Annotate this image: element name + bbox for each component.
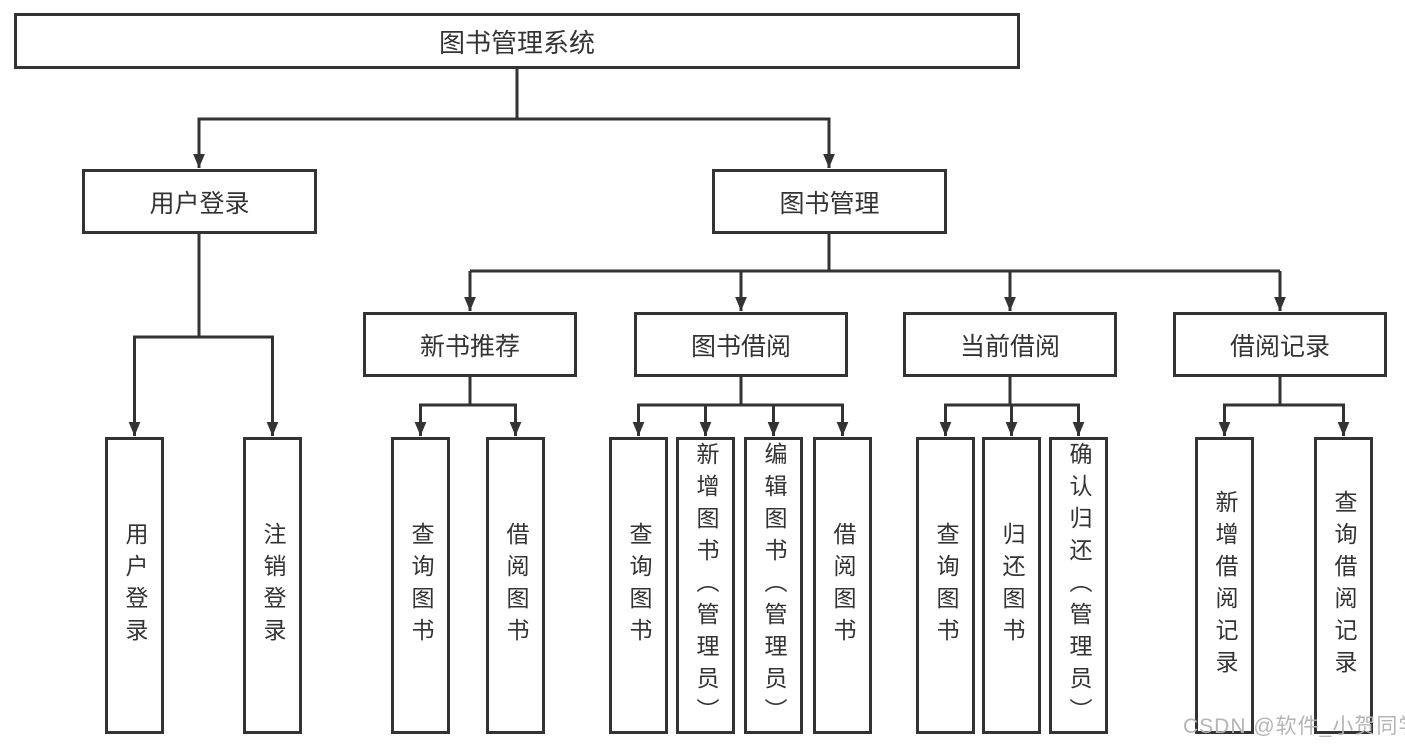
leaf-label: 查询图书 — [408, 521, 434, 650]
connector-root-trunk — [197, 69, 831, 121]
leaf-add-books-admin: 新增图书（管理员） — [676, 437, 735, 734]
node-label: 图书借阅 — [690, 332, 791, 361]
leaf-edit-books-admin: 编辑图书（管理员） — [744, 437, 803, 734]
leaf-return-books: 归还图书 — [982, 437, 1041, 734]
leaf-borrow-books: 借阅图书 — [813, 437, 872, 734]
node-borrow-record: 借阅记录 — [1173, 312, 1387, 377]
connector-trunk — [944, 377, 1080, 407]
leaf-label: 确认归还（管理员） — [1066, 441, 1092, 730]
node-book-management: 图书管理 — [712, 169, 947, 234]
leaf-logout: 注销登录 — [243, 437, 302, 734]
connector-trunk — [1223, 377, 1345, 407]
leaf-query-books: 查询图书 — [391, 437, 450, 734]
leaf-label: 借阅图书 — [503, 521, 529, 650]
leaf-label: 新增图书（管理员） — [693, 441, 719, 730]
connector-trunk — [133, 234, 274, 339]
node-label: 图书管理系统 — [438, 27, 595, 58]
leaf-label: 借阅图书 — [830, 521, 856, 650]
node-library-management-system: 图书管理系统 — [14, 13, 1020, 69]
leaf-query-borrow-record: 查询借阅记录 — [1314, 437, 1373, 734]
node-label: 新书推荐 — [419, 332, 520, 361]
leaf-confirm-return-admin: 确认归还（管理员） — [1049, 437, 1108, 734]
leaf-label: 查询借阅记录 — [1331, 489, 1357, 682]
node-label: 当前借阅 — [959, 332, 1060, 361]
node-label: 借阅记录 — [1229, 332, 1330, 361]
leaf-label: 查询图书 — [626, 521, 652, 650]
leaf-label: 归还图书 — [999, 521, 1025, 650]
connector-trunk — [419, 377, 517, 407]
connector-trunk — [470, 234, 1280, 273]
leaf-query-books: 查询图书 — [609, 437, 668, 734]
node-book-borrow: 图书借阅 — [634, 312, 848, 377]
leaf-label: 编辑图书（管理员） — [761, 441, 787, 730]
leaf-borrow-books: 借阅图书 — [486, 437, 545, 734]
node-user-login: 用户登录 — [82, 169, 317, 234]
leaf-label: 注销登录 — [260, 521, 286, 650]
leaf-label: 新增借阅记录 — [1212, 489, 1238, 682]
node-new-book-recommend: 新书推荐 — [363, 312, 577, 377]
node-label: 图书管理 — [779, 189, 880, 218]
leaf-add-borrow-record: 新增借阅记录 — [1195, 437, 1254, 734]
node-current-borrow: 当前借阅 — [903, 312, 1117, 377]
leaf-user-login: 用户登录 — [105, 437, 164, 734]
connector-trunk — [637, 377, 844, 407]
node-label: 用户登录 — [149, 189, 250, 218]
leaf-label: 查询图书 — [933, 521, 959, 650]
leaf-label: 用户登录 — [122, 521, 148, 650]
csdn-watermark: CSDN @软件_小贺同学 — [1183, 715, 1405, 738]
leaf-query-books: 查询图书 — [916, 437, 975, 734]
